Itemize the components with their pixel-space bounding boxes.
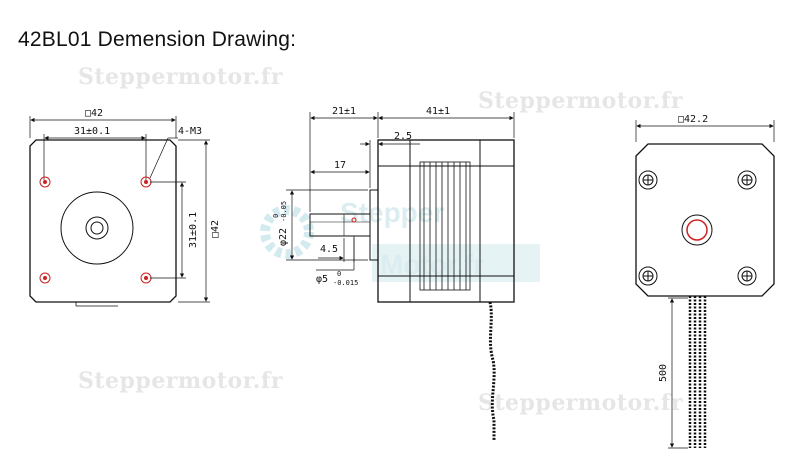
side-shaft-flat-label: 17 <box>334 160 346 171</box>
side-flange-label: 2.5 <box>394 131 412 142</box>
page-title: 42BL01 Demension Drawing: <box>18 28 297 51</box>
front-hole-spacing-label: 31±0.1 <box>74 126 110 137</box>
rear-lead-length-label: 500 <box>658 364 669 382</box>
rear-view <box>635 120 775 449</box>
pilot-tol-lower: -0.05 <box>280 201 288 222</box>
front-hole-spacing-v-label: 31±0.1 <box>188 212 199 248</box>
rear-square-label: □42.2 <box>678 114 708 125</box>
watermark-text: Steppermotor.fr <box>78 64 283 90</box>
side-view <box>286 112 515 440</box>
front-square-label: □42 <box>85 108 103 119</box>
pilot-diameter-label: φ22 <box>278 228 289 246</box>
watermark-text: Steppermotor.fr <box>478 390 683 416</box>
side-pilot-diameter: φ22 0 -0.05 <box>272 201 289 246</box>
watermark-logo-line2: Motor.fr <box>380 249 484 280</box>
front-holes-label: 4-M3 <box>178 126 202 137</box>
shaft-tol-lower: -0.015 <box>333 279 358 287</box>
front-view <box>29 116 210 307</box>
side-shaft-length-label: 21±1 <box>332 106 356 117</box>
watermark-logo-line1: Stepper <box>340 197 444 228</box>
side-body-length-label: 41±1 <box>426 106 450 117</box>
shaft-tol-upper: 0 <box>337 270 341 278</box>
side-flat-depth-label: 4.5 <box>320 244 338 255</box>
watermark-text: Steppermotor.fr <box>478 88 683 114</box>
pilot-tol-upper: 0 <box>272 214 280 218</box>
watermark-logo: Stepper Motor.fr <box>260 197 540 282</box>
front-side-label: □42 <box>210 220 221 238</box>
side-shaft-diameter-label: φ5 <box>316 274 328 285</box>
watermarks: Steppermotor.fr Steppermotor.fr Stepperm… <box>78 64 683 416</box>
watermark-text: Steppermotor.fr <box>78 368 283 394</box>
